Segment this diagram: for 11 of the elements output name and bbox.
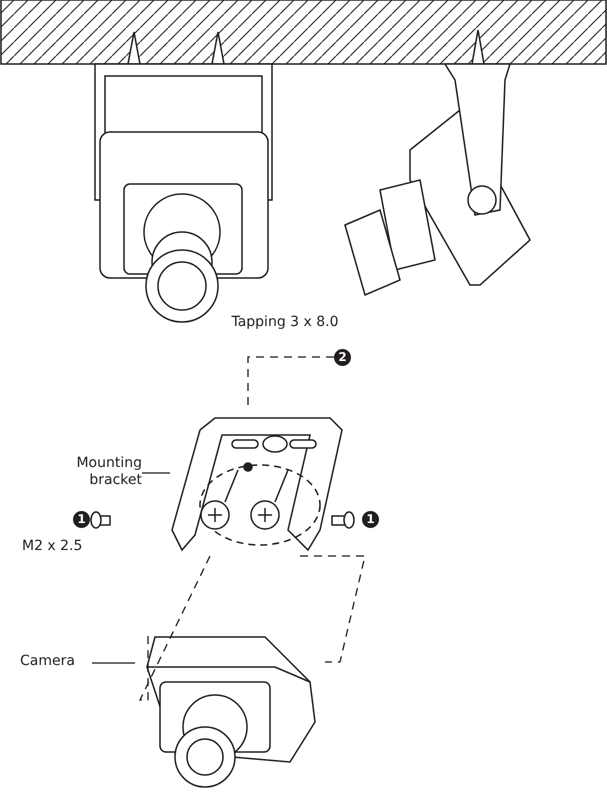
leader-line: [92, 662, 135, 664]
leader-line: [300, 555, 366, 663]
screw-spec-label: Tapping 3 x 8.0: [230, 314, 340, 331]
part-label: Mounting bracket: [38, 455, 142, 491]
leader-line: [138, 556, 211, 701]
leader-line: [142, 472, 170, 474]
callout-number: 2: [334, 349, 351, 366]
callout-number: 1: [362, 511, 379, 528]
part-label: Camera: [20, 653, 88, 673]
callout-number: 1: [73, 511, 90, 528]
screw-spec-label: M2 x 2.5: [22, 538, 84, 555]
